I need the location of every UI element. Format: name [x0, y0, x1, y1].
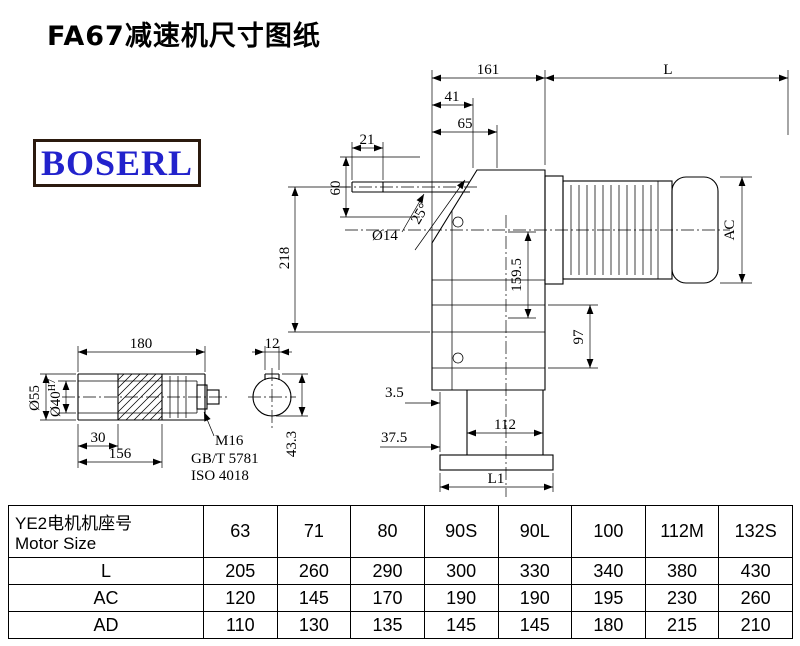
dim-label-dia40h7: Ø40H7 — [47, 379, 64, 417]
value-cell: 145 — [497, 611, 573, 639]
value-cell: 290 — [350, 557, 425, 585]
value-cell: 230 — [644, 584, 720, 612]
dim-label-156: 156 — [109, 446, 132, 462]
table-row-L: L 205 260 290 300 330 340 380 430 — [8, 557, 793, 585]
value-cell: 130 — [276, 611, 352, 639]
table-row-AC: AC 120 145 170 190 190 195 230 260 — [8, 584, 793, 612]
dim-label-3-5: 3.5 — [385, 385, 404, 401]
output-flange — [439, 454, 554, 471]
dim-label-h7: H7 — [47, 379, 58, 391]
value-cell: 260 — [718, 584, 793, 612]
dim-label-12: 12 — [265, 336, 280, 352]
bolt-hole — [452, 352, 464, 364]
shaft-cross-section — [248, 368, 296, 428]
value-cell: 210 — [718, 611, 793, 639]
value-cell: 380 — [644, 557, 720, 585]
shaft-detail-outline — [62, 373, 228, 421]
header-line2: Motor Size — [15, 534, 97, 553]
header-line1: YE2电机机座号 — [15, 514, 133, 533]
table-row-AD: AD 110 130 135 145 145 180 215 210 — [8, 611, 793, 639]
bolt-hole — [452, 216, 464, 228]
gearbox-outline — [338, 169, 730, 497]
table-header-motor-size: YE2电机机座号 Motor Size — [8, 505, 204, 558]
motor-outline — [544, 175, 719, 285]
input-shaft — [351, 181, 470, 193]
value-cell: 120 — [203, 584, 278, 612]
shaft-hatching — [117, 373, 163, 421]
dim-label-21: 21 — [360, 132, 375, 148]
row-label-AC: AC — [8, 584, 204, 612]
dim-label-30: 30 — [91, 430, 106, 446]
value-cell: 190 — [423, 584, 499, 612]
value-cell: 145 — [276, 584, 352, 612]
size-cell: 63 — [203, 505, 278, 558]
value-cell: 110 — [203, 611, 278, 639]
size-cell: 132S — [718, 505, 793, 558]
dim-label-180: 180 — [130, 336, 153, 352]
value-cell: 190 — [497, 584, 573, 612]
value-cell: 135 — [350, 611, 425, 639]
table-header-row: YE2电机机座号 Motor Size 63 71 80 90S 90L 100… — [8, 505, 793, 558]
value-cell: 170 — [350, 584, 425, 612]
centerlines — [338, 186, 730, 497]
dim-label-218: 218 — [277, 247, 293, 270]
dim-label-m16: M16 — [215, 433, 244, 449]
dim-label-97: 97 — [571, 329, 587, 345]
dim-label-dia40: Ø40 — [48, 391, 64, 417]
value-cell: 340 — [571, 557, 646, 585]
value-cell: 195 — [571, 584, 646, 612]
dim-label-159-5: 159.5 — [509, 258, 525, 292]
dim-label-dia55: Ø55 — [27, 385, 43, 411]
size-cell: 80 — [350, 505, 425, 558]
motor-fins — [570, 181, 659, 279]
value-cell: 180 — [571, 611, 646, 639]
dim-label-iso4018: ISO 4018 — [191, 468, 249, 484]
dim-label-60: 60 — [328, 181, 344, 196]
value-cell: 300 — [423, 557, 499, 585]
dim-label-161: 161 — [477, 62, 500, 78]
size-cell: 100 — [571, 505, 646, 558]
value-cell: 260 — [276, 557, 352, 585]
boserl-logo: BOSERL — [33, 139, 201, 187]
boserl-logo-text: BOSERL — [40, 143, 194, 183]
dim-label-65: 65 — [458, 116, 473, 132]
dim-label-L: L — [663, 62, 672, 78]
value-cell: 205 — [203, 557, 278, 585]
dim-label-gbt5781: GB/T 5781 — [191, 451, 259, 467]
dimension-drawing: 161 L 41 65 21 60 Ø14 218 25° AC 159.5 9… — [27, 62, 789, 497]
dim-label-37-5: 37.5 — [381, 430, 407, 446]
dim-label-43-3: 43.3 — [284, 431, 300, 457]
dim-label-AC: AC — [722, 220, 738, 241]
size-cell: 90L — [497, 505, 573, 558]
value-cell: 215 — [644, 611, 720, 639]
dim-label-dia14: Ø14 — [372, 228, 398, 244]
row-label-L: L — [8, 557, 204, 585]
shaft-detail-dimensions: 180 12 Ø55 Ø40H7 30 156 M16 GB/T 5781 IS… — [27, 336, 308, 484]
size-cell: 71 — [276, 505, 352, 558]
size-cell: 112M — [644, 505, 720, 558]
dim-label-41: 41 — [445, 89, 460, 105]
dim-label-L1: L1 — [488, 471, 505, 487]
main-view-dimensions: 161 L 41 65 21 60 Ø14 218 25° AC 159.5 9… — [277, 62, 789, 492]
motor-size-table: YE2电机机座号 Motor Size 63 71 80 90S 90L 100… — [8, 505, 793, 639]
row-label-AD: AD — [8, 611, 204, 639]
value-cell: 330 — [497, 557, 573, 585]
size-cell: 90S — [423, 505, 499, 558]
motor-fan-cowl — [671, 176, 719, 284]
dim-label-25deg: 25° — [408, 201, 432, 227]
dim-label-112: 112 — [494, 417, 516, 433]
value-cell: 430 — [718, 557, 793, 585]
page-title: FA67减速机尺寸图纸 — [47, 21, 321, 52]
value-cell: 145 — [423, 611, 499, 639]
